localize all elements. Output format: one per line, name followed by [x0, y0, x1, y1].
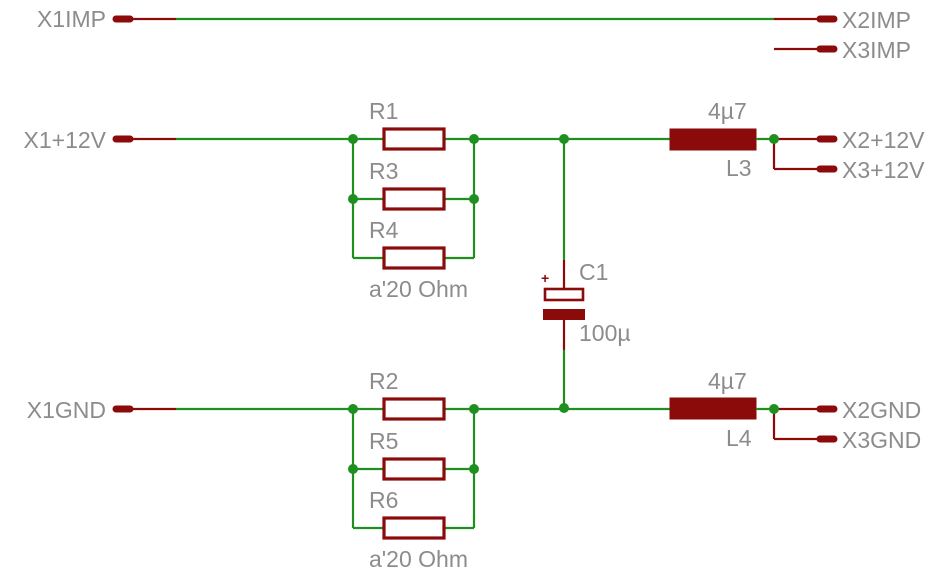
label-c1-name: C1 [579, 259, 608, 285]
inductor-l4[interactable] [669, 397, 757, 420]
labels: X1IMP X2IMP X3IMP X1+12V X2+12V X3+12V X… [24, 6, 926, 572]
inductor-l3[interactable] [669, 128, 757, 151]
imp-net [112, 15, 838, 53]
label-x2imp: X2IMP [842, 7, 911, 33]
junction-dot [348, 194, 358, 204]
c1-plate-positive [543, 287, 585, 302]
junction-dot [469, 404, 479, 414]
label-r1: R1 [369, 98, 398, 124]
label-x2gnd: X2GND [842, 397, 921, 423]
junction-dot [769, 134, 779, 144]
label-x3gnd: X3GND [842, 427, 921, 453]
label-r6: R6 [369, 487, 398, 513]
label-x3-12v: X3+12V [842, 157, 925, 183]
label-r3: R3 [369, 158, 398, 184]
label-l4-name: L4 [726, 425, 752, 451]
junction-dot [348, 134, 358, 144]
label-x1gnd: X1GND [27, 397, 106, 423]
resistor-r2[interactable] [382, 397, 446, 421]
label-l3-value: 4µ7 [708, 98, 747, 124]
junction-dot [469, 134, 479, 144]
label-r-value-bottom: a'20 Ohm [369, 546, 468, 572]
label-r-value-top: a'20 Ohm [369, 276, 468, 302]
c1-plate-negative [543, 309, 585, 320]
junction-dot [469, 464, 479, 474]
label-x3imp: X3IMP [842, 37, 911, 63]
capacitor-c1[interactable] [543, 260, 585, 350]
gnd-net [112, 397, 838, 540]
label-l4-value: 4µ7 [708, 368, 747, 394]
label-c1-value: 100µ [579, 320, 631, 346]
junction-dot [348, 464, 358, 474]
resistor-r1[interactable] [382, 127, 446, 151]
resistor-r5[interactable] [382, 457, 446, 481]
label-x1imp: X1IMP [37, 6, 106, 32]
label-r4: R4 [369, 217, 399, 243]
junction-dot [559, 134, 569, 144]
junction-dot [348, 404, 358, 414]
resistor-r6[interactable] [382, 516, 446, 540]
label-x2-12v: X2+12V [842, 127, 925, 153]
label-l3-name: L3 [726, 155, 752, 181]
label-x1-12v: X1+12V [24, 127, 107, 153]
resistor-r4[interactable] [382, 246, 446, 270]
junction-dot [769, 404, 779, 414]
label-r5: R5 [369, 428, 398, 454]
label-c1-polarity: + [541, 270, 549, 286]
junction-dot [559, 403, 569, 413]
junction-dot [469, 194, 479, 204]
plus12v-net [112, 127, 838, 270]
resistor-r3[interactable] [382, 187, 446, 211]
label-r2: R2 [369, 368, 398, 394]
